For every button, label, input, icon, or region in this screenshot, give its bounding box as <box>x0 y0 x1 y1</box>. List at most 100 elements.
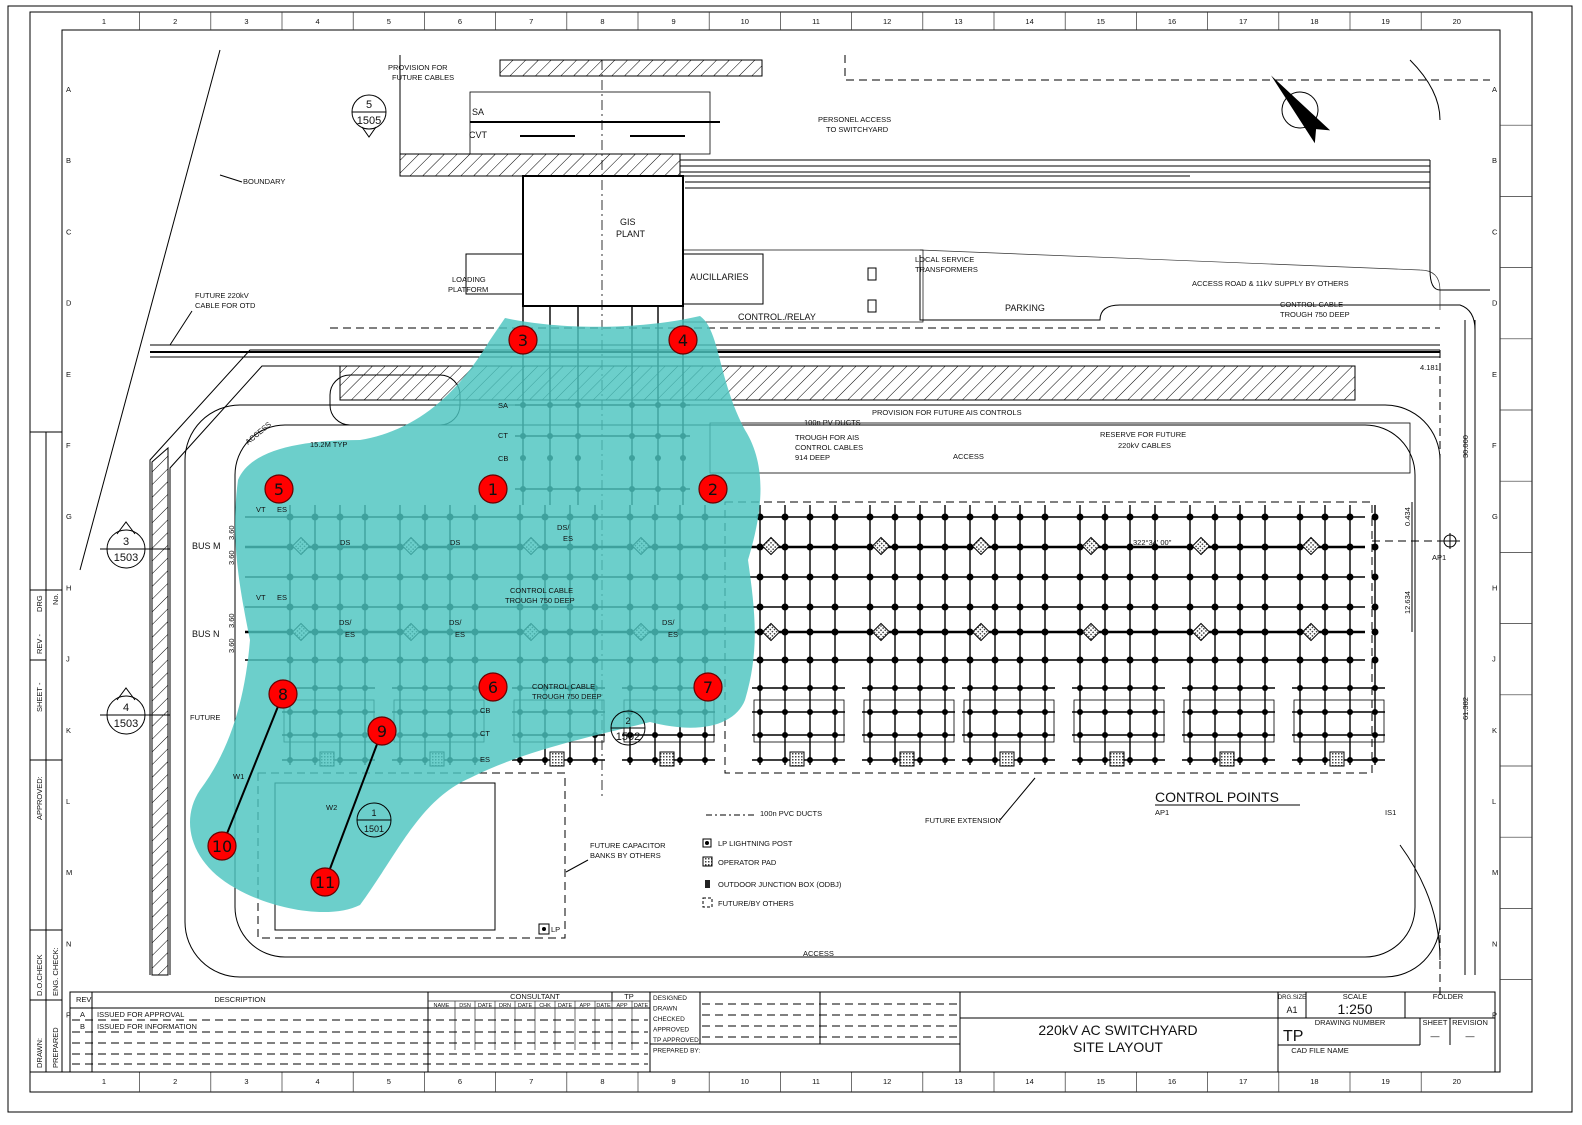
callout-1-bottom-text: 1501 <box>364 824 384 834</box>
control-point-marker-11[interactable]: 11 <box>310 867 340 897</box>
role-approved: APPROVED <box>653 1027 689 1034</box>
grid-row-M-right: M <box>1492 868 1498 877</box>
grid-column-13-bottom: 13 <box>954 1077 962 1086</box>
dim-61382-text: 61.382 <box>1461 697 1470 720</box>
grid-column-18-bottom: 18 <box>1310 1077 1318 1086</box>
sign-column-header: NAME <box>434 1003 450 1009</box>
outer-frame <box>7 5 1573 1113</box>
control-point-marker-6[interactable]: 6 <box>478 672 508 702</box>
callout-4-bottom-text: 1503 <box>114 718 138 730</box>
side-do-check: D.O.CHECK <box>35 954 44 996</box>
operator-pad <box>1301 622 1321 642</box>
section-callout-3-1503: 3 1503 <box>100 521 170 569</box>
grid-column-1-bottom: 1 <box>102 1077 106 1086</box>
control-point-marker-4[interactable]: 4 <box>668 325 698 355</box>
grid-row-F-right: F <box>1492 441 1497 450</box>
grid-column-19-bottom: 19 <box>1381 1077 1389 1086</box>
callout-5-top-text: 5 <box>366 99 372 111</box>
control-point-marker-7[interactable]: 7 <box>693 672 723 702</box>
ds-text: DS <box>340 538 350 547</box>
grid-column-1-top: 1 <box>102 17 106 26</box>
sign-column-header: CHK <box>539 1003 551 1009</box>
dim-360-text: 3.60 <box>227 613 236 628</box>
control-point-marker-8[interactable]: 8 <box>268 679 298 709</box>
access-mid-text: ACCESS <box>953 452 984 461</box>
callout-5-bottom-text: 1505 <box>357 115 381 127</box>
dim-4181-text: 4.181 <box>1420 363 1439 372</box>
role-drawn: DRAWN <box>653 1006 678 1013</box>
control-point-marker-5[interactable]: 5 <box>264 474 294 504</box>
future-otd-2-text: CABLE FOR OTD <box>195 301 256 310</box>
grid-row-K-left: K <box>66 726 71 735</box>
sa-top-text: SA <box>472 107 484 117</box>
switchyard-bay <box>1182 505 1275 767</box>
revision-text: — <box>1466 1031 1475 1041</box>
side-title-block: DRAWN: PREPARED D.O.CHECK ENG. CHECK: AP… <box>29 431 63 1073</box>
description-header-text: DESCRIPTION <box>214 995 265 1004</box>
operator-pad <box>971 622 991 642</box>
6-text: 7 <box>703 678 713 697</box>
ds-es-1-text: DS/ <box>557 523 570 532</box>
drawing-title-line-2: SITE LAYOUT <box>1073 1039 1163 1055</box>
operator-pad <box>899 751 915 767</box>
operator-pad <box>1329 751 1345 767</box>
marker-link-9-11 <box>324 730 383 883</box>
legend-future-by-others: FUTURE/BY OTHERS <box>718 899 794 908</box>
callout-2-top-text: 2 <box>625 716 630 726</box>
grid-row-N-left: N <box>66 939 71 948</box>
loading-2-text: PLATFORM <box>448 285 488 294</box>
operator-pad <box>1081 536 1101 556</box>
grid-column-15-top: 15 <box>1097 17 1105 26</box>
grid-column-18-top: 18 <box>1310 17 1318 26</box>
access-left-text: ACCESS <box>244 420 273 447</box>
control-point-marker-2[interactable]: 2 <box>698 474 728 504</box>
label-pvc-ducts: 100n PVC DUCTS <box>760 809 822 818</box>
grid-column-9-bottom: 9 <box>672 1077 676 1086</box>
grid-row-B-left: B <box>66 156 71 165</box>
lst-1-text: LOCAL SERVICE <box>915 255 974 264</box>
cct-mid-2-text: TROUGH 750 DEEP <box>505 596 575 605</box>
drg-size-label-text: DRG.SIZE <box>1278 995 1306 1001</box>
drawing-title-line-1: 220kV AC SWITCHYARD <box>1038 1022 1197 1038</box>
operator-pad <box>761 622 781 642</box>
grid-column-7-bottom: 7 <box>529 1077 533 1086</box>
operator-pad <box>659 751 675 767</box>
control-point-marker-3[interactable]: 3 <box>508 325 538 355</box>
10-text: 11 <box>315 873 335 892</box>
north-arrow-icon <box>1271 75 1331 144</box>
label-auxiliaries: AUCILLARIES <box>690 272 749 282</box>
control-point-marker-9[interactable]: 9 <box>367 716 397 746</box>
grid-column-9-top: 9 <box>672 17 676 26</box>
label-control-points: CONTROL POINTS <box>1155 789 1279 805</box>
cct-top-1-text: CONTROL CABLE <box>1280 300 1343 309</box>
grid-row-F-left: F <box>66 441 71 450</box>
control-point-marker-1[interactable]: 1 <box>478 474 508 504</box>
sa-text: SA <box>498 401 508 410</box>
rev-text: B <box>80 1022 85 1031</box>
side-no: No. <box>51 593 60 605</box>
operator-pad <box>761 536 781 556</box>
is1-text: IS1 <box>1385 808 1396 817</box>
grid-column-6-top: 6 <box>458 17 462 26</box>
ds-es-2-text: ES <box>345 630 355 639</box>
sheet-text: — <box>1431 1031 1440 1041</box>
side-eng-check: ENG. CHECK: <box>51 947 60 996</box>
lst-2-text: TRANSFORMERS <box>915 265 978 274</box>
side-drawn: DRAWN: <box>35 1038 44 1068</box>
sign-column-header: DATE <box>478 1003 493 1009</box>
tp-text: TP <box>624 992 634 1001</box>
sign-column-header: DRN <box>499 1003 511 1009</box>
label-provision-future-cables: PROVISION FOR <box>388 63 448 72</box>
0-text: 1 <box>488 480 498 499</box>
grid-column-4-bottom: 4 <box>316 1077 320 1086</box>
operator-pad <box>1191 622 1211 642</box>
role-checked: CHECKED <box>653 1016 685 1023</box>
operator-pad <box>1109 751 1125 767</box>
label-boundary: BOUNDARY <box>243 177 285 186</box>
future-extension-area <box>724 501 1373 774</box>
w2-text: W2 <box>326 803 337 812</box>
grid-column-19-top: 19 <box>1381 17 1389 26</box>
control-point-marker-10[interactable]: 10 <box>207 831 237 861</box>
drawing-number-label-text: DRAWING NUMBER <box>1315 1018 1386 1027</box>
grid-column-20-bottom: 20 <box>1453 1077 1461 1086</box>
